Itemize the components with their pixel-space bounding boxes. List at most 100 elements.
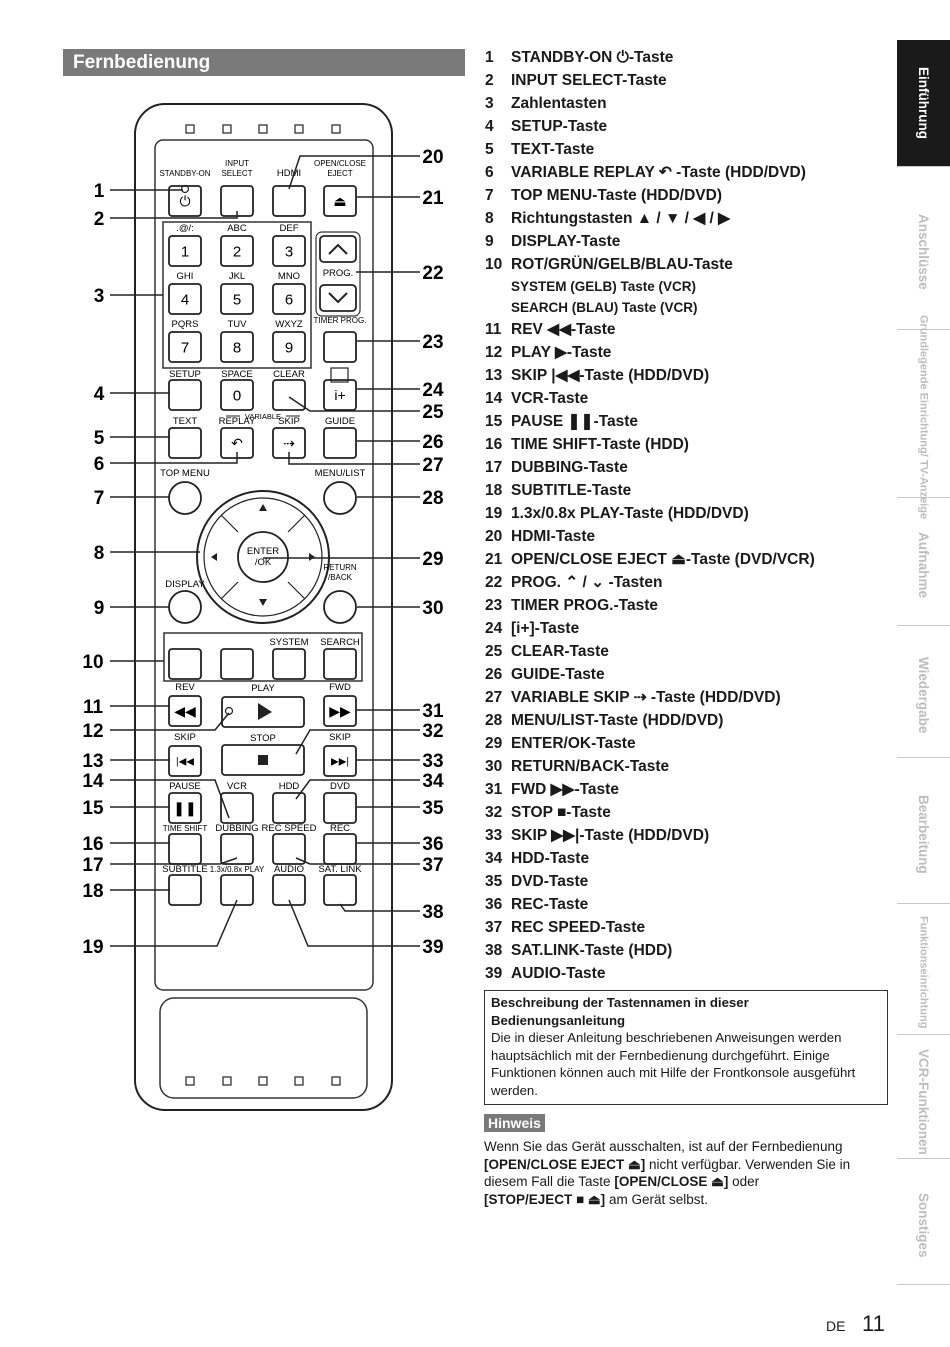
callout-number: 30: [422, 598, 443, 619]
callout-number: 1: [94, 181, 105, 202]
callout-number: 16: [82, 834, 103, 855]
prog-label: PROG.: [323, 268, 354, 279]
remote-button: [272, 283, 306, 315]
button-glyph: ▶▶: [329, 703, 351, 719]
remote-panel: [154, 139, 374, 991]
callout-number: 7: [94, 488, 105, 509]
callout-number: 13: [82, 751, 103, 772]
remote-button: [168, 590, 202, 624]
button-label: REV: [175, 682, 195, 693]
button-label: TIME SHIFT: [163, 824, 208, 833]
callout-line: [110, 452, 238, 464]
button-label: CLEAR: [273, 369, 305, 380]
remote-button: [272, 874, 306, 906]
callout-number: 18: [82, 881, 103, 902]
callout-number: 10: [82, 652, 103, 673]
button-label: SETUP: [169, 369, 201, 380]
remote-button: [168, 379, 202, 411]
chapter-tab[interactable]: VCR-Funktionen: [897, 1045, 950, 1159]
button-label: WXYZ: [275, 319, 303, 330]
chapter-tab[interactable]: Wiedergabe: [897, 634, 950, 758]
button-label: JKL: [229, 271, 245, 282]
chapter-tab[interactable]: Einführung: [897, 40, 950, 167]
chapter-tab[interactable]: Bearbeitung: [897, 766, 950, 904]
remote-button: [168, 833, 202, 865]
stop-icon: [258, 755, 268, 765]
page-title: Fernbedienung: [63, 49, 465, 76]
button-label: REPLAY: [219, 416, 256, 427]
button-label: TIMER PROG.: [314, 316, 367, 325]
callout-line: [295, 857, 420, 865]
arrow-up-icon: [259, 504, 267, 511]
button-glyph: 4: [181, 291, 189, 308]
button-label: SKIP: [174, 732, 196, 743]
remote-button: [220, 235, 254, 267]
callout-number: 9: [94, 598, 105, 619]
button-label: DVD: [330, 781, 350, 792]
play-icon: [258, 703, 272, 720]
button-glyph: 2: [233, 243, 241, 260]
button-label: MNO: [278, 271, 300, 282]
callout-number: 11: [83, 697, 104, 718]
callout-number: 32: [422, 721, 443, 742]
callout-number: 14: [82, 771, 104, 792]
ir-dot: [222, 1076, 232, 1086]
callout-number: 20: [422, 147, 443, 168]
button-label: SPACE: [221, 369, 253, 380]
remote-button: [272, 235, 306, 267]
button-label: OPEN/CLOSE: [314, 159, 366, 168]
button-label: HDD: [279, 781, 300, 792]
ir-dot: [294, 1076, 304, 1086]
color-key: [220, 648, 254, 680]
remote-button: [272, 379, 306, 411]
ir-dot: [331, 124, 341, 134]
ir-dot: [294, 124, 304, 134]
chapter-tab[interactable]: Sonstiges: [897, 1167, 950, 1285]
hint-label: Hinweis: [484, 1114, 545, 1132]
button-label: HDMI: [277, 168, 301, 179]
chapter-tab[interactable]: Anschlüsse: [897, 175, 950, 330]
remote-button: [323, 427, 357, 459]
callout-number: 38: [422, 902, 443, 923]
button-label: DISPLAY: [165, 579, 205, 590]
chapter-tab[interactable]: Funktionseinrichtung: [897, 911, 950, 1035]
button-label: TUV: [228, 319, 248, 330]
remote-button: [323, 874, 357, 906]
button-glyph: |◀◀: [176, 757, 194, 768]
button-label: PQRS: [172, 319, 199, 330]
remote-button: [168, 427, 202, 459]
remote-button: [272, 331, 306, 363]
button-glyph: 3: [285, 243, 293, 260]
remote-button: [323, 590, 357, 624]
remote-button: [323, 481, 357, 515]
button-label: SKIP: [278, 416, 300, 427]
remote-bottom-plate: [159, 997, 368, 1099]
callout-number: 15: [82, 798, 104, 819]
remote-button: [323, 185, 357, 217]
chapter-tab[interactable]: Aufnahme: [897, 506, 950, 626]
callout-number: 22: [422, 263, 443, 284]
chapter-tab[interactable]: Grundlegende Einrichtung/ TV-Anzeige: [897, 315, 950, 520]
button-label: ABC: [227, 223, 247, 234]
button-label: REC SPEED: [262, 823, 317, 834]
callout-number: 24: [422, 380, 444, 401]
button-glyph: 8: [233, 339, 241, 356]
info-key-icon: [330, 367, 349, 383]
remote-button: [168, 695, 202, 727]
callout-number: 27: [422, 455, 443, 476]
